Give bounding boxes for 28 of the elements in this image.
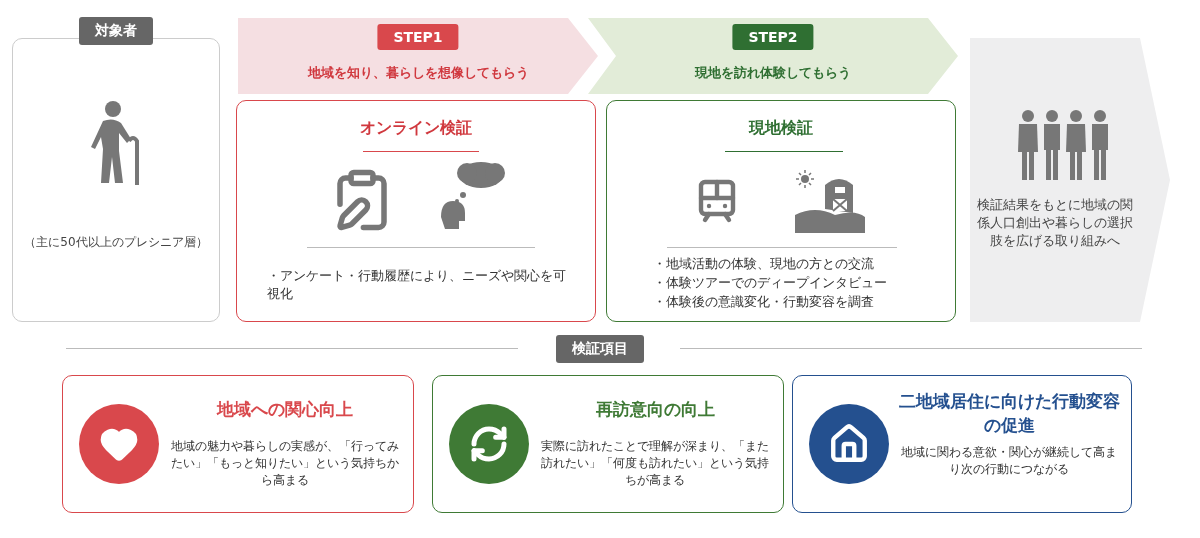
step-band: [588, 18, 958, 94]
bullet-text: ・体験ツアーでのディープインタビュー: [653, 274, 888, 292]
result-chevron: [970, 38, 1170, 322]
card-heading: 地域への関心向上: [215, 398, 354, 421]
section-tag: 検証項目: [556, 335, 644, 363]
result-card: [432, 375, 784, 513]
card-heading: 現地検証: [747, 117, 814, 139]
bullet-text: ・体験後の意識変化・行動変容を調査: [653, 293, 875, 311]
step-tag: STEP1: [377, 24, 459, 50]
card-heading: 二地域居住に向けた行動変容の促進: [897, 390, 1121, 437]
result-card: [792, 375, 1132, 513]
result-text: 検証結果をもとに地域の関係人口創出や暮らしの選択肢を広げる取り組みへ: [976, 196, 1134, 251]
section-tag: 対象者: [79, 17, 153, 45]
online-card: [236, 100, 596, 322]
bullet-text: ・地域活動の体験、現地の方との交流: [653, 255, 875, 273]
card-heading: オンライン検証: [359, 117, 473, 139]
card-description: 地域の魅力や暮らしの実感が、「行ってみたい」「もっと知りたい」という気持ちから高まる: [170, 438, 400, 489]
local-card: [606, 100, 956, 322]
step-band: [238, 18, 598, 94]
card-description: 実際に訪れたことで理解が深まり、「また訪れたい」「何度も訪れたい」という気持ちが高まる: [540, 438, 770, 489]
step-description: 現地を訪れ体験してもらう: [693, 64, 852, 82]
card-description: ・アンケート・行動履歴により、ニーズや関心を可視化: [267, 267, 567, 304]
result-card: [62, 375, 414, 513]
card-heading: 再訪意向の向上: [594, 398, 716, 421]
step-tag: STEP2: [732, 24, 814, 50]
card-description: 地域に関わる意欲・関心が継続して高まり次の行動につながる: [900, 444, 1118, 478]
target-description: （主に50代以上のプレシニア層）: [23, 234, 209, 251]
step-description: 地域を知り、暮らしを想像してもらう: [306, 64, 530, 82]
